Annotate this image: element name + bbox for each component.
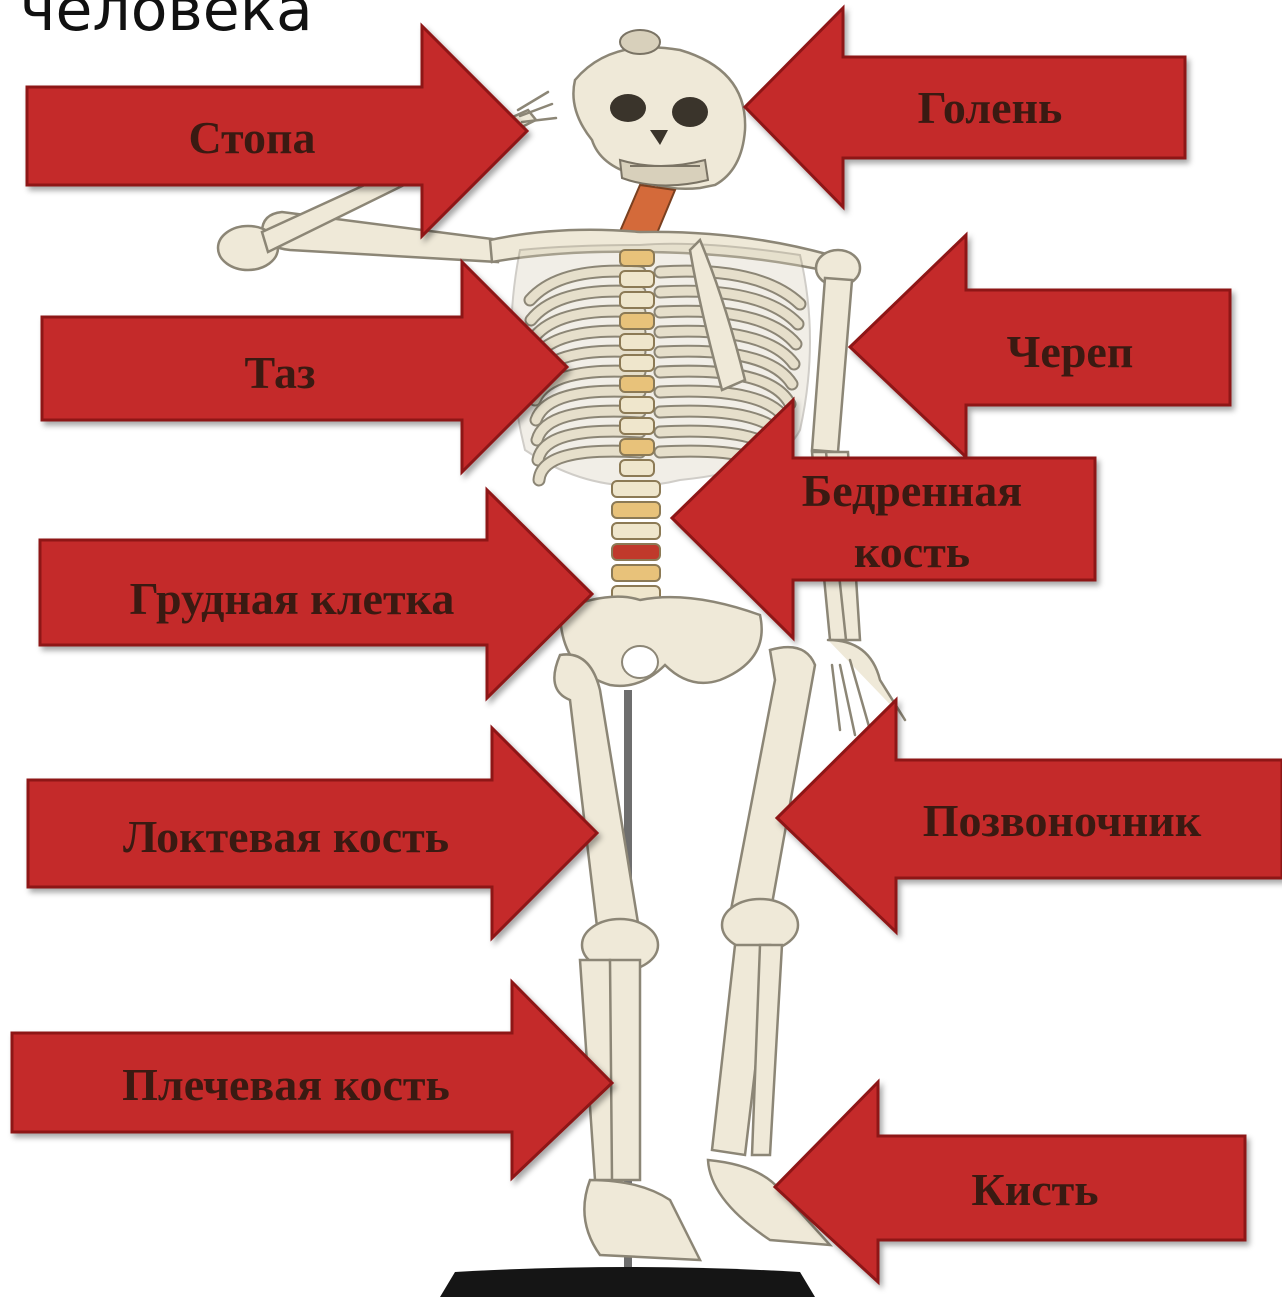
vertebra (612, 544, 660, 560)
vertebra (620, 313, 654, 329)
label-kist: Кисть (971, 1164, 1098, 1215)
label-bedrennaya-line2: кость (854, 526, 970, 577)
vertebra (620, 439, 654, 455)
vertebra (612, 502, 660, 518)
label-bedrennaya-line1: Бедренная (802, 465, 1022, 516)
label-cherep: Череп (1007, 326, 1134, 377)
vertebra (620, 460, 654, 476)
legs (554, 647, 830, 1260)
vertebra (620, 376, 654, 392)
vertebra (620, 292, 654, 308)
label-taz: Таз (244, 347, 315, 398)
vertebra (620, 271, 654, 287)
label-pozvonochnik: Позвоночник (923, 795, 1202, 846)
label-golen: Голень (918, 82, 1063, 133)
label-plechevaya: Плечевая кость (122, 1059, 450, 1110)
vertebra (620, 355, 654, 371)
vertebra (612, 481, 660, 497)
vertebra (612, 523, 660, 539)
label-loktevaya: Локтевая кость (123, 811, 449, 862)
label-grudnaya: Грудная клетка (130, 573, 455, 624)
label-stopa: Стопа (188, 112, 315, 163)
skull (573, 30, 745, 189)
vertebra (612, 565, 660, 581)
spine (612, 250, 660, 602)
stand-base (440, 1267, 815, 1297)
vertebra (620, 397, 654, 413)
vertebra (620, 418, 654, 434)
vertebra (620, 250, 654, 266)
vertebra (620, 334, 654, 350)
